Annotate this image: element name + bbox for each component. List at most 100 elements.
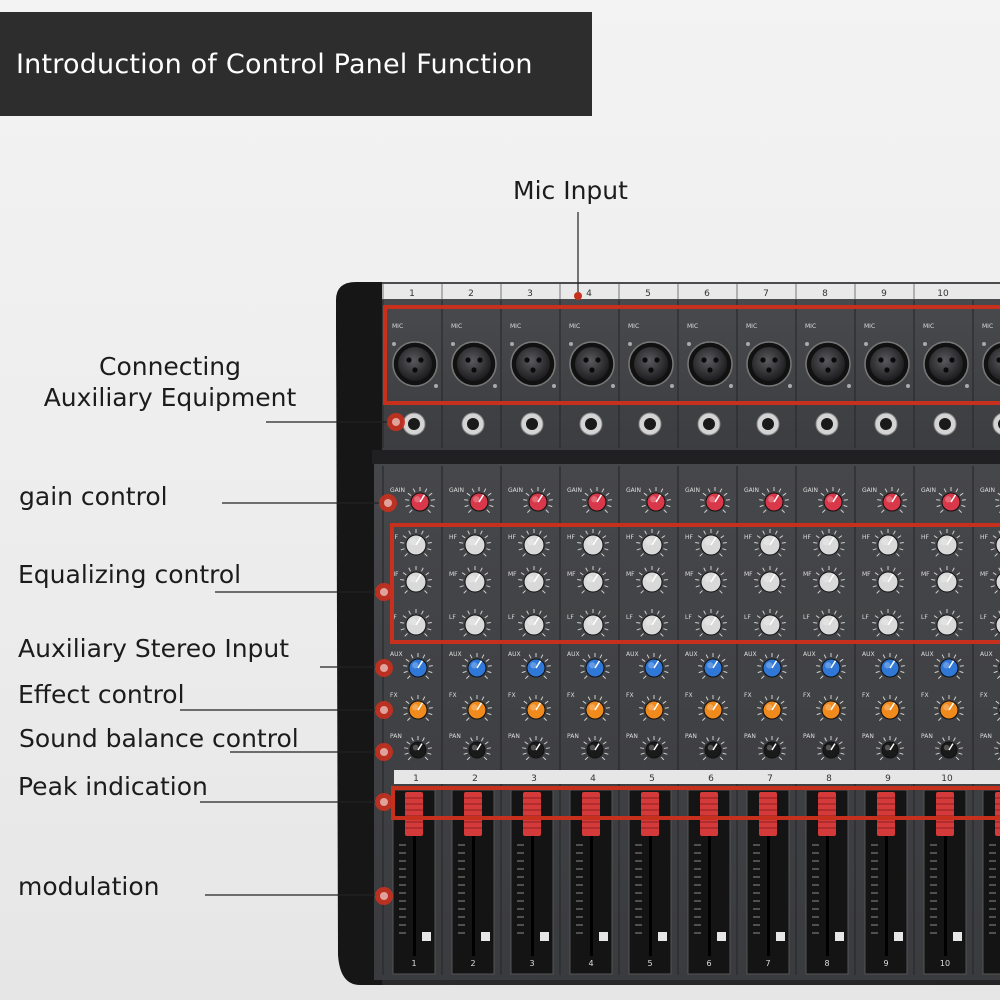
knob-tick <box>931 542 936 544</box>
knob-pointer <box>594 702 601 711</box>
rotary-knob-icon <box>700 487 730 513</box>
channel-number-bottom: 8 <box>824 959 829 968</box>
knob-tick <box>955 553 959 557</box>
channel-label-strip <box>394 770 1000 784</box>
rotary-knob-icon <box>521 695 551 721</box>
knob-tick <box>763 509 767 513</box>
knob-tick <box>935 752 940 755</box>
fx-tag: FX <box>980 692 988 699</box>
knob-tick <box>422 737 425 742</box>
knob-tick <box>816 665 821 667</box>
knob-highlight <box>943 662 950 669</box>
knob-tick <box>661 741 666 745</box>
knob-tick <box>407 492 412 496</box>
knob-tick <box>601 756 606 761</box>
knob-highlight <box>881 575 889 583</box>
knob-pointer <box>946 616 953 626</box>
knob-tick <box>402 535 407 539</box>
knob-tick <box>523 504 528 508</box>
knob-pointer <box>533 573 540 583</box>
knob-tick <box>780 658 785 662</box>
rotary-knob-icon <box>636 529 668 557</box>
rotary-knob-icon <box>698 653 728 679</box>
knob-tick <box>779 675 783 679</box>
knob-tick <box>542 553 546 557</box>
fx-tag: FX <box>390 692 398 699</box>
xlr-pin <box>654 357 660 363</box>
xlr-pin <box>949 357 955 363</box>
knob-tick <box>877 499 882 501</box>
knob-tick <box>721 700 726 704</box>
knob-tick <box>636 579 641 581</box>
knob-pointer <box>710 573 717 583</box>
knob-tick <box>762 567 765 572</box>
knob-highlight <box>940 575 948 583</box>
knob-tick <box>935 633 939 637</box>
knob-tick <box>467 567 470 572</box>
knob-tick <box>643 492 648 496</box>
knob-tick <box>695 542 700 544</box>
knob-highlight <box>412 662 419 669</box>
label-aux-stereo-input: Auxiliary Stereo Input <box>18 634 289 665</box>
gain-tag: GAIN <box>626 487 641 494</box>
channel-number-top: 5 <box>645 289 651 299</box>
knob-tick <box>956 741 961 745</box>
knob-highlight <box>412 744 419 751</box>
knob-tick <box>638 572 643 576</box>
knob-tick <box>720 572 725 576</box>
knob-tick <box>640 747 645 749</box>
knob-tick <box>585 610 588 615</box>
eq-tag: MF <box>685 571 694 578</box>
knob-pointer <box>419 494 426 503</box>
knob-tick <box>723 492 728 496</box>
aux-tag: AUX <box>449 651 462 658</box>
mute-button <box>953 932 962 941</box>
channel-number-top: 3 <box>527 289 533 299</box>
xlr-pin <box>996 357 1000 363</box>
channel-number-mid: 2 <box>472 774 478 784</box>
knob-pointer <box>948 702 955 711</box>
knob-tick <box>994 590 998 594</box>
callout-dot-icon <box>574 292 582 300</box>
knob-tick <box>776 737 779 742</box>
knob-tick <box>660 553 664 557</box>
eq-tag: MF <box>980 571 989 578</box>
knob-tick <box>704 509 708 513</box>
knob-tick <box>959 707 964 709</box>
knob-tick <box>404 553 408 557</box>
eq-tag: LF <box>980 614 987 621</box>
knob-tick <box>874 572 879 576</box>
knob-highlight <box>589 704 596 711</box>
knob-tick <box>644 567 647 572</box>
knob-tick <box>404 590 408 594</box>
xlr-pin <box>412 367 418 373</box>
fader-icon <box>464 792 482 836</box>
knob-tick <box>525 756 530 761</box>
knob-tick <box>427 628 432 631</box>
mute-button <box>835 932 844 941</box>
knob-tick <box>544 700 549 704</box>
knob-tick <box>821 610 824 615</box>
knob-tick <box>838 741 843 745</box>
knob-tick <box>784 504 789 508</box>
knob-tick <box>765 737 768 742</box>
knob-tick <box>545 752 550 755</box>
knob-tick <box>526 567 529 572</box>
knob-tick <box>425 572 430 576</box>
knob-tick <box>605 665 610 667</box>
callout-dot-center <box>380 748 388 756</box>
knob-tick <box>764 654 768 659</box>
eq-tag: HF <box>390 534 399 541</box>
knob-pointer <box>533 536 540 546</box>
knob-tick <box>902 504 907 508</box>
knob-tick <box>638 615 643 619</box>
knob-tick <box>761 492 766 496</box>
knob-tick <box>483 633 487 637</box>
knob-tick <box>459 622 464 624</box>
quarter-inch-jack-icon <box>992 413 1000 435</box>
knob-tick <box>639 665 644 667</box>
knob-tick <box>761 756 766 761</box>
eq-tag: LF <box>508 614 515 621</box>
knob-pointer <box>948 660 955 669</box>
knob-tick <box>880 530 883 535</box>
